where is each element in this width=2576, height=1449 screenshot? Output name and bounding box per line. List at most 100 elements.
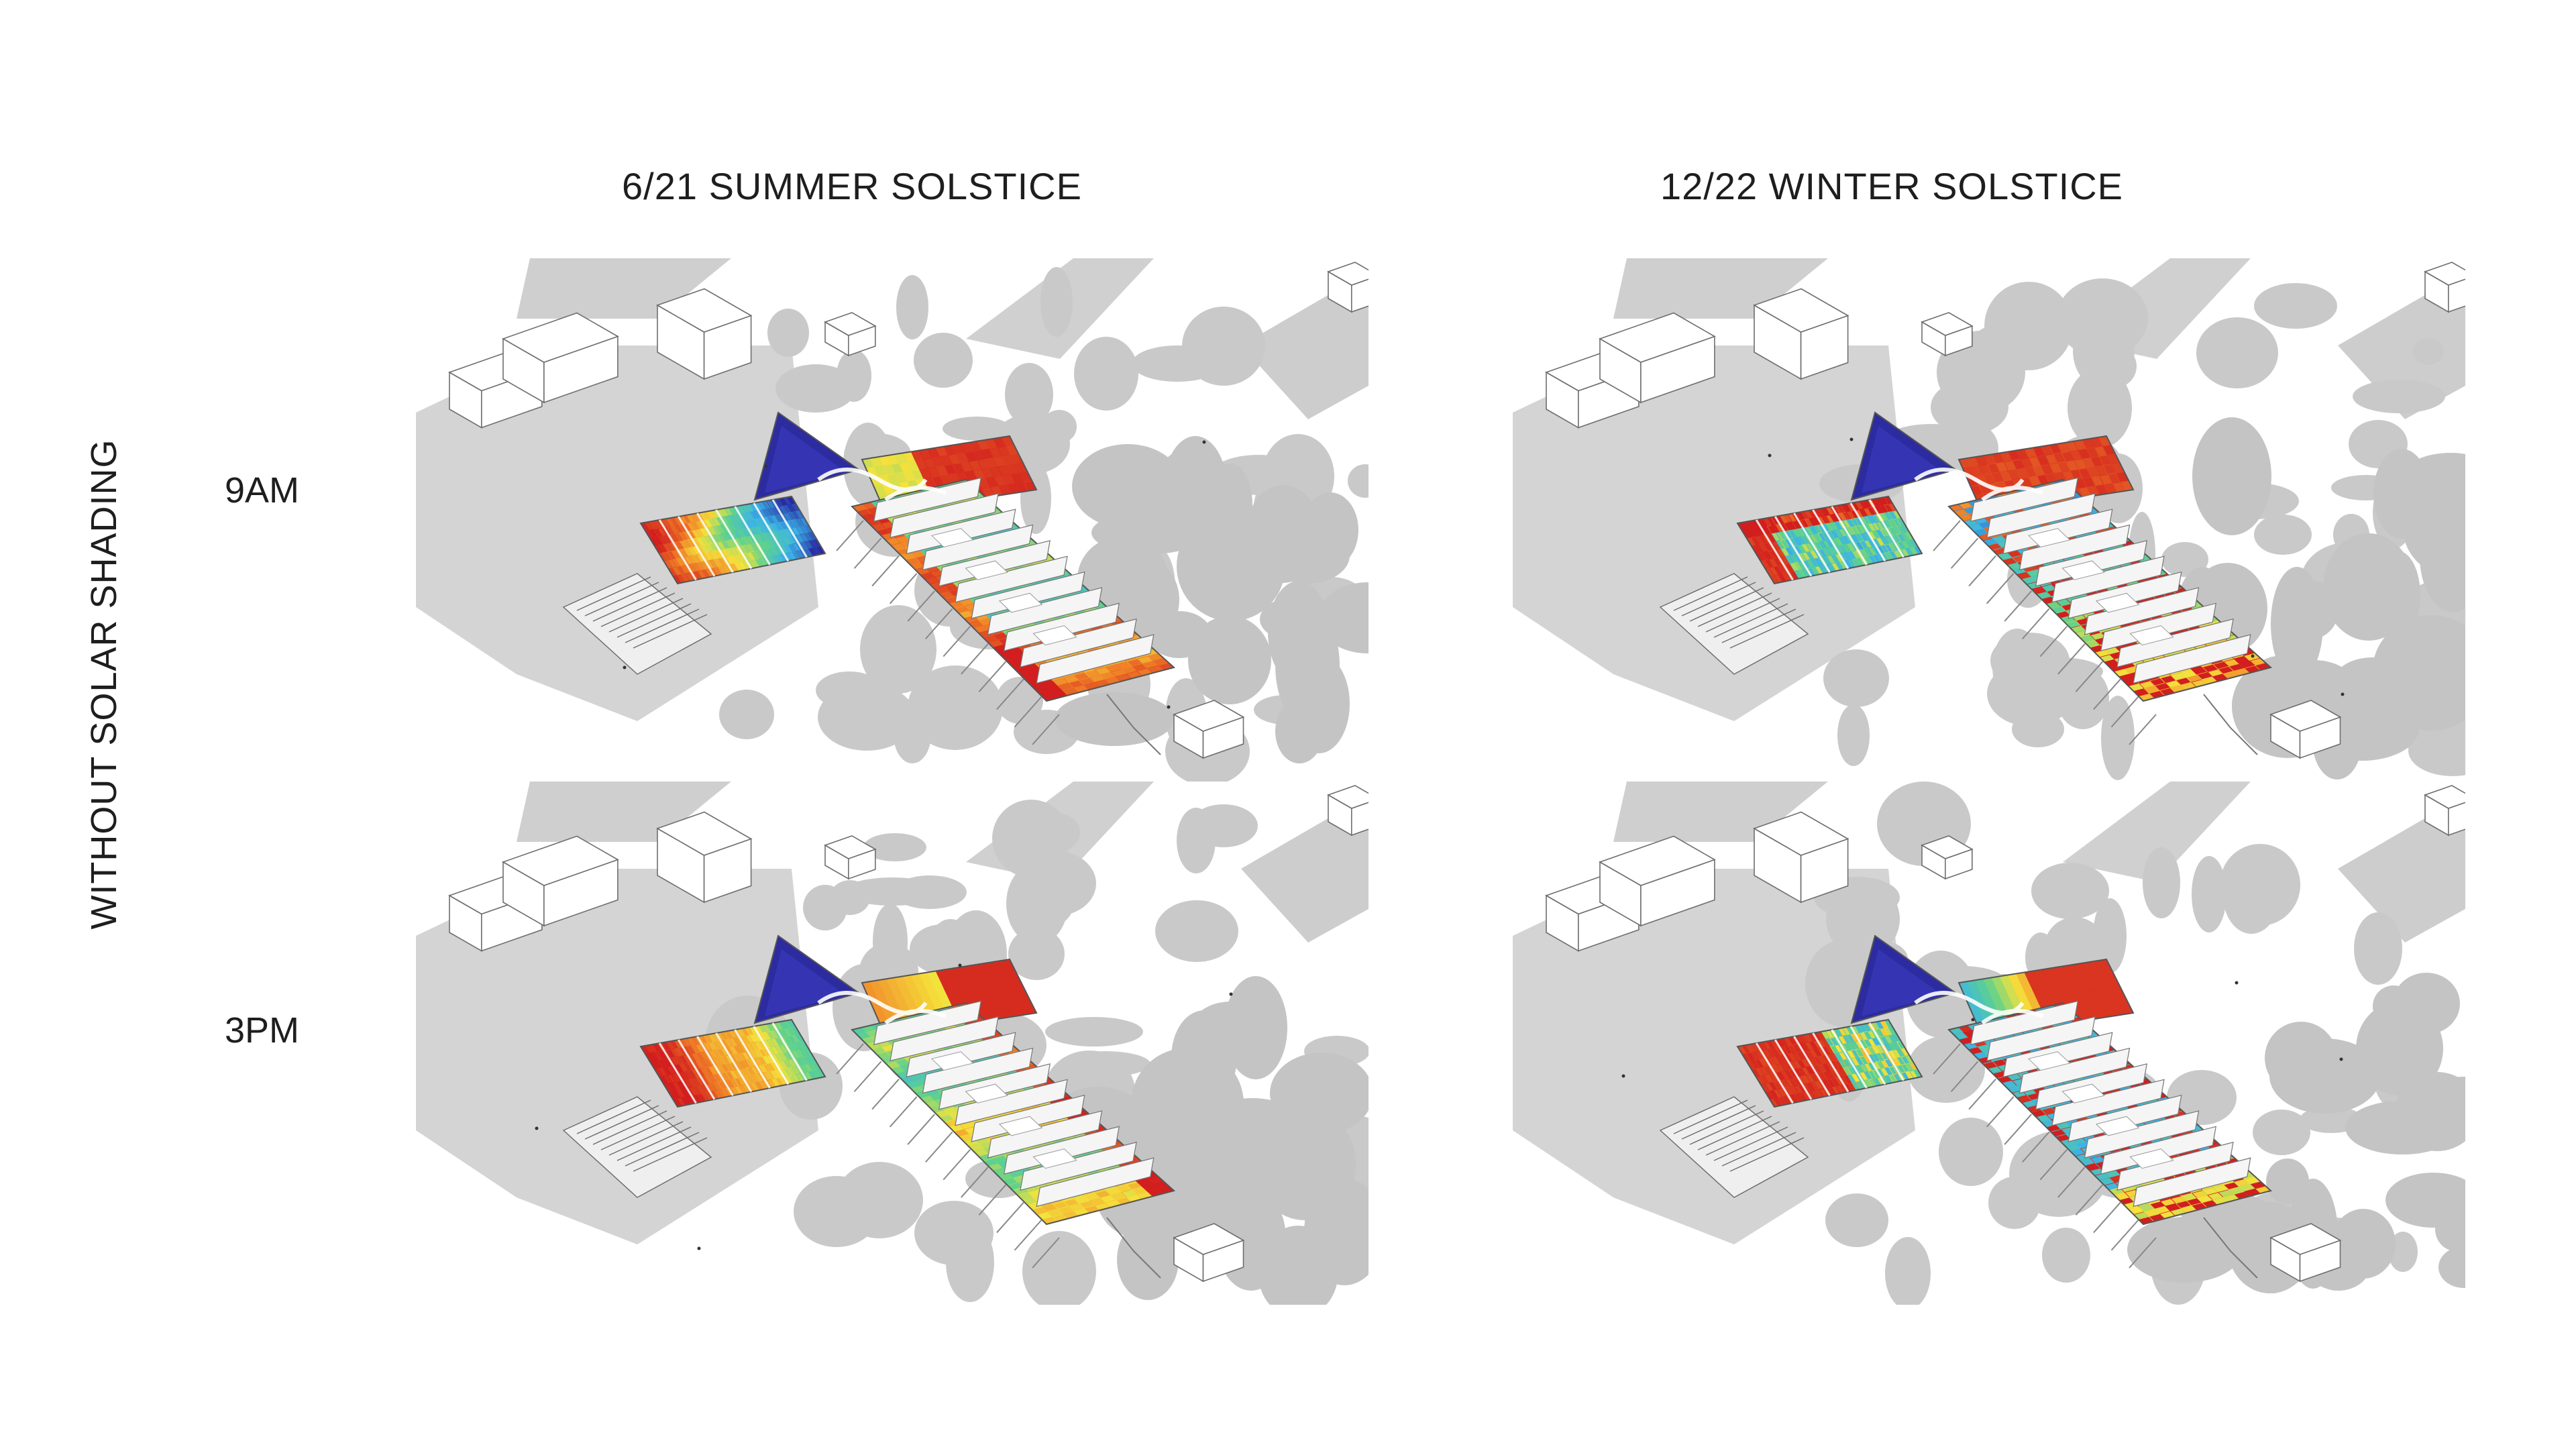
tree-shadow-blob (1246, 485, 1321, 583)
tree-shadow-blob (1191, 1002, 1270, 1059)
tree-shadow-blob (2192, 417, 2271, 535)
fin (922, 524, 1034, 571)
fin (1036, 634, 1155, 684)
fin (987, 587, 1103, 635)
deck-slat (1705, 598, 1780, 633)
skylight (1032, 625, 1077, 646)
deck-outline (562, 573, 712, 675)
tree-shadow-blob (2223, 857, 2279, 934)
building-shadow (517, 782, 731, 842)
skylight (965, 1083, 1008, 1104)
column (2057, 643, 2086, 675)
mullion (771, 499, 808, 558)
fin (1970, 477, 2079, 522)
column (2057, 1167, 2086, 1198)
solar-analysis-winter-3pm (1513, 782, 2465, 1305)
neighbor-house (502, 835, 619, 927)
neighbor-house (1599, 312, 1716, 404)
circulation-path (1914, 991, 2044, 1025)
mullion (1755, 519, 1794, 581)
column (1933, 520, 1961, 551)
neighbor-house-bottom (2269, 1223, 2342, 1283)
lower-deck (562, 573, 712, 675)
deck-slat (625, 1132, 700, 1167)
lower-deck (1659, 1096, 1809, 1198)
mullion (753, 1026, 790, 1085)
tree-shadow-blob (2373, 985, 2414, 1027)
mullion (658, 519, 697, 581)
tree-shadow-blob (2254, 283, 2337, 329)
tree-shadow-blob (2042, 1228, 2090, 1283)
column (907, 590, 935, 622)
row-label-9am: 9AM (225, 470, 300, 511)
solar-analysis-winter-9am (1513, 258, 2465, 780)
mullion (1831, 506, 1868, 566)
column (978, 1184, 1007, 1216)
skylight (930, 528, 974, 548)
fin (1970, 1000, 2079, 1045)
tree-shadow-blob (2253, 1110, 2310, 1155)
neighbor-house (1599, 835, 1716, 927)
mullion (1793, 513, 1831, 573)
mullion (771, 1022, 808, 1081)
tree-shadow-blob (2192, 856, 2226, 932)
neighbor-shed (1921, 312, 1974, 357)
column (871, 555, 900, 587)
skylight (998, 592, 1043, 613)
column (924, 1131, 953, 1163)
neighbor-house (1753, 811, 1849, 904)
walkway (2203, 694, 2258, 755)
ground-shadow (1513, 345, 1915, 721)
mullion (696, 513, 734, 573)
site-marker (1971, 1018, 1975, 1022)
fin (1986, 1016, 2096, 1062)
deck-outline (1659, 1096, 1809, 1198)
neighbor-shed (1921, 835, 1974, 880)
column (1986, 573, 2015, 604)
site-marker (1849, 437, 1854, 441)
panel-summer-3pm (416, 782, 1368, 1305)
mullion (1774, 1039, 1813, 1100)
tree-shadow-blob (2101, 696, 2135, 780)
fin (2051, 1079, 2165, 1126)
deck-slat (633, 614, 708, 649)
fin (922, 1047, 1034, 1094)
mullion (677, 1039, 716, 1100)
column (943, 625, 971, 657)
tree-shadow-blob (863, 833, 926, 861)
skylight (2095, 592, 2140, 613)
deck-slat (1721, 608, 1796, 643)
circulation-path (817, 468, 947, 502)
column (889, 573, 918, 604)
heatmap-west-wing (1736, 495, 1923, 585)
column (1014, 1220, 1042, 1251)
tree-shadow-blob (908, 665, 1003, 750)
deck-slat (1673, 576, 1748, 611)
tree-shadow-blob (1990, 633, 2070, 689)
deck-slat (1729, 614, 1805, 649)
neighbor-house-bottom (1173, 700, 1245, 759)
column (2093, 678, 2121, 710)
column (924, 608, 953, 640)
fin (2133, 634, 2251, 684)
neighbor-shed (1327, 262, 1368, 313)
tree-shadow-right (2338, 272, 2465, 419)
walkway (1106, 694, 1161, 755)
mullion (1868, 499, 1904, 558)
column (871, 1078, 900, 1110)
fin (1036, 1157, 1155, 1208)
neighbor-house (656, 288, 753, 380)
mullion (696, 1036, 734, 1096)
deck-slat (1673, 1099, 1748, 1134)
tree-shadow-blob (1155, 900, 1238, 962)
tree-shadow-blob (1988, 1177, 2041, 1229)
tree-shadow-blob (837, 350, 871, 402)
tree-shadow-blob (1258, 1226, 1338, 1305)
deck-slat (1697, 1116, 1772, 1150)
column-title-winter: 12/22 WINTER SOLSTICE (1660, 165, 2124, 207)
tree-shadow-blob (775, 364, 856, 413)
column (943, 1148, 971, 1181)
fin (2116, 618, 2234, 668)
column (907, 1114, 935, 1145)
tree-shadow-right (1241, 795, 1368, 943)
